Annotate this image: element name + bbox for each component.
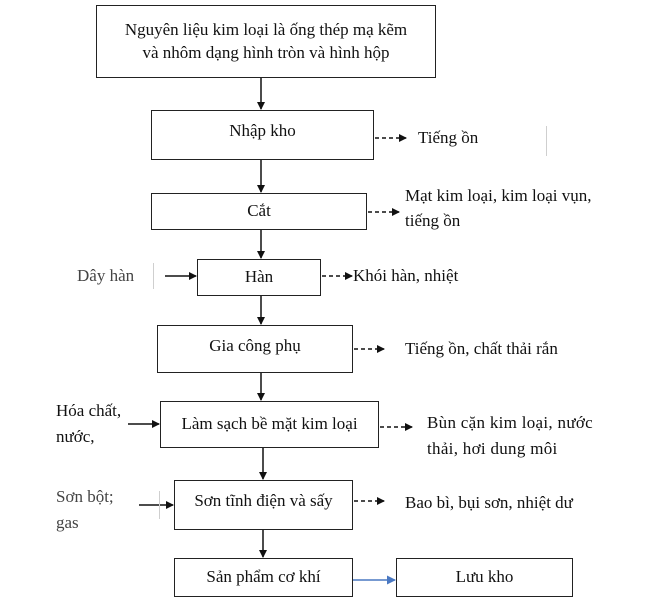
input-chemicals: Hóa chất, nước, <box>56 401 122 447</box>
scan-rule <box>159 491 160 519</box>
output-cutting-waste: Mạt kim loại, kim loại vụn, tiếng ồn <box>405 186 592 230</box>
step-surface-clean-label: Làm sạch bề mặt kim loại <box>181 414 358 434</box>
step-welding: Hàn <box>197 259 321 296</box>
step-finishing: Gia công phụ <box>157 325 353 373</box>
input-powder-gas: Sơn bột; gas <box>56 487 114 533</box>
step-warehouse-in: Nhập kho <box>151 110 374 160</box>
step-storage-label: Lưu kho <box>455 567 514 587</box>
step-painting-label: Sơn tĩnh điện và sấy <box>194 491 333 510</box>
step-painting: Sơn tĩnh điện và sấy <box>174 480 353 530</box>
step-finishing-label: Gia công phụ <box>209 336 301 355</box>
step-warehouse-in-label: Nhập kho <box>229 121 296 140</box>
scan-rule <box>546 126 547 156</box>
output-weld-fumes: Khói hàn, nhiệt <box>353 266 459 285</box>
step-storage: Lưu kho <box>396 558 573 597</box>
step-surface-clean: Làm sạch bề mặt kim loại <box>160 401 379 448</box>
step-raw-material-label: Nguyên liệu kim loại là ống thép mạ kẽm … <box>124 19 408 62</box>
output-noise: Tiếng ồn <box>418 128 479 147</box>
step-welding-label: Hàn <box>244 267 274 287</box>
step-raw-material: Nguyên liệu kim loại là ống thép mạ kẽm … <box>96 5 436 78</box>
output-painting-waste: Bao bì, bụi sơn, nhiệt dư <box>405 493 573 512</box>
step-cutting-label: Cắt <box>247 201 271 221</box>
output-cleaning-waste: Bùn cặn kim loại, nước thải, hơi dung mô… <box>427 413 593 459</box>
input-welding-wire: Dây hàn <box>77 266 135 285</box>
step-product: Sản phẩm cơ khí <box>174 558 353 597</box>
step-product-label: Sản phẩm cơ khí <box>206 567 321 587</box>
output-finishing-waste: Tiếng ồn, chất thải rắn <box>405 339 558 358</box>
scan-rule <box>153 263 154 289</box>
step-cutting: Cắt <box>151 193 367 230</box>
